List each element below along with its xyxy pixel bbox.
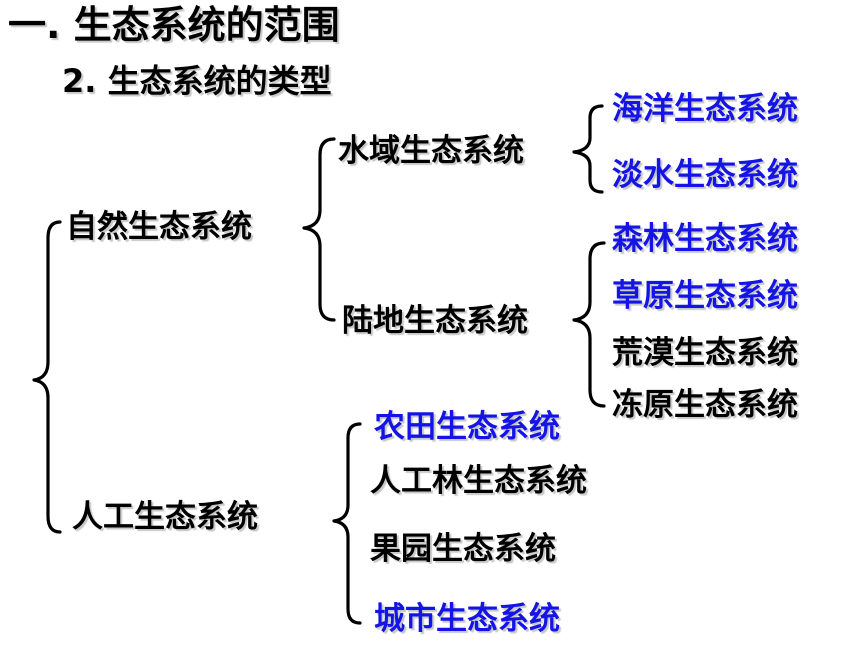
page-title: 一. 生态系统的范围 xyxy=(8,3,340,47)
leaf-tundra: 冻原生态系统 xyxy=(612,387,798,423)
section-subtitle: 2. 生态系统的类型 xyxy=(62,62,332,100)
terrestrial-brace xyxy=(572,241,606,408)
node-terrestrial: 陆地生态系统 xyxy=(342,303,528,339)
node-artificial: 人工生态系统 xyxy=(72,499,258,535)
aquatic-brace xyxy=(572,104,604,194)
leaf-orchard: 果园生态系统 xyxy=(370,531,556,567)
leaf-farmland: 农田生态系统 xyxy=(374,409,560,445)
root-brace xyxy=(32,220,62,534)
node-aquatic: 水域生态系统 xyxy=(338,133,524,169)
leaf-forest: 森林生态系统 xyxy=(612,221,798,257)
node-natural: 自然生态系统 xyxy=(66,209,252,245)
natural-brace xyxy=(302,137,336,322)
leaf-marine: 海洋生态系统 xyxy=(612,91,798,127)
leaf-urban: 城市生态系统 xyxy=(374,601,560,637)
leaf-plantation: 人工林生态系统 xyxy=(370,463,587,499)
leaf-grassland: 草原生态系统 xyxy=(612,278,798,314)
artificial-brace xyxy=(332,422,362,625)
leaf-freshwater: 淡水生态系统 xyxy=(612,157,798,193)
leaf-desert: 荒漠生态系统 xyxy=(612,335,798,371)
